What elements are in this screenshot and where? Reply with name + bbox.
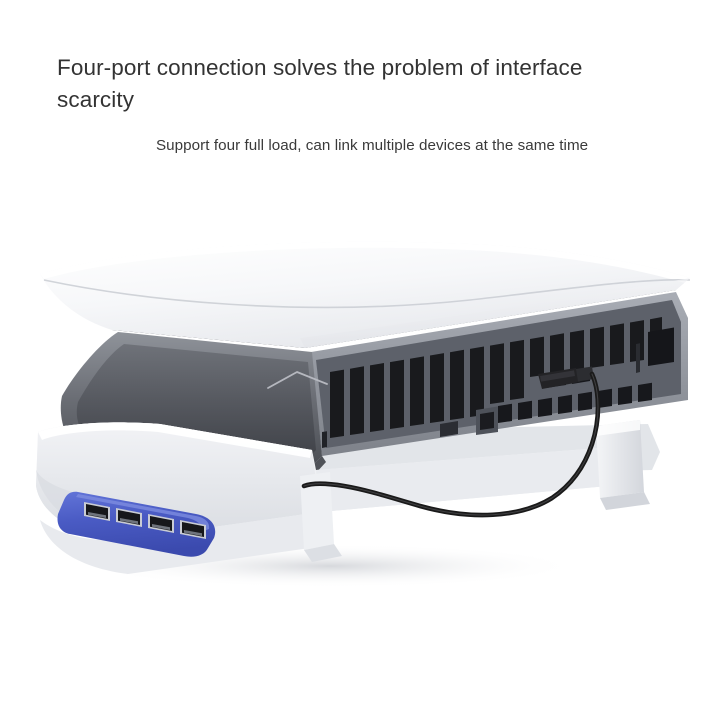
usb-port-2 bbox=[116, 508, 142, 527]
console-vents bbox=[330, 317, 662, 438]
usb-port-3 bbox=[148, 514, 174, 533]
console-rear-panel bbox=[311, 292, 688, 456]
usb-ports bbox=[84, 502, 206, 539]
chevron-mark bbox=[267, 371, 328, 389]
console-slot-thin bbox=[636, 343, 640, 373]
subheadline-text: Support four full load, can link multipl… bbox=[156, 137, 589, 154]
console-faceplate bbox=[40, 241, 691, 389]
console-left-slot bbox=[322, 431, 327, 448]
faceplate-seam bbox=[43, 278, 691, 309]
stand-base-top-rim bbox=[38, 422, 312, 458]
console-lower-ports bbox=[498, 382, 652, 423]
cable-connector bbox=[538, 366, 594, 389]
stand-left-foot bbox=[300, 472, 342, 562]
console-hdmi-port bbox=[648, 327, 674, 366]
usb-hub bbox=[57, 491, 216, 557]
console bbox=[40, 241, 691, 486]
power-cable bbox=[301, 366, 601, 518]
usb-port-4 bbox=[180, 520, 206, 539]
usb-port-1 bbox=[84, 502, 110, 521]
console-aux-port bbox=[440, 421, 458, 437]
headline-text: Four-port connection solves the problem … bbox=[57, 55, 583, 112]
stand-right-fin bbox=[596, 420, 650, 510]
